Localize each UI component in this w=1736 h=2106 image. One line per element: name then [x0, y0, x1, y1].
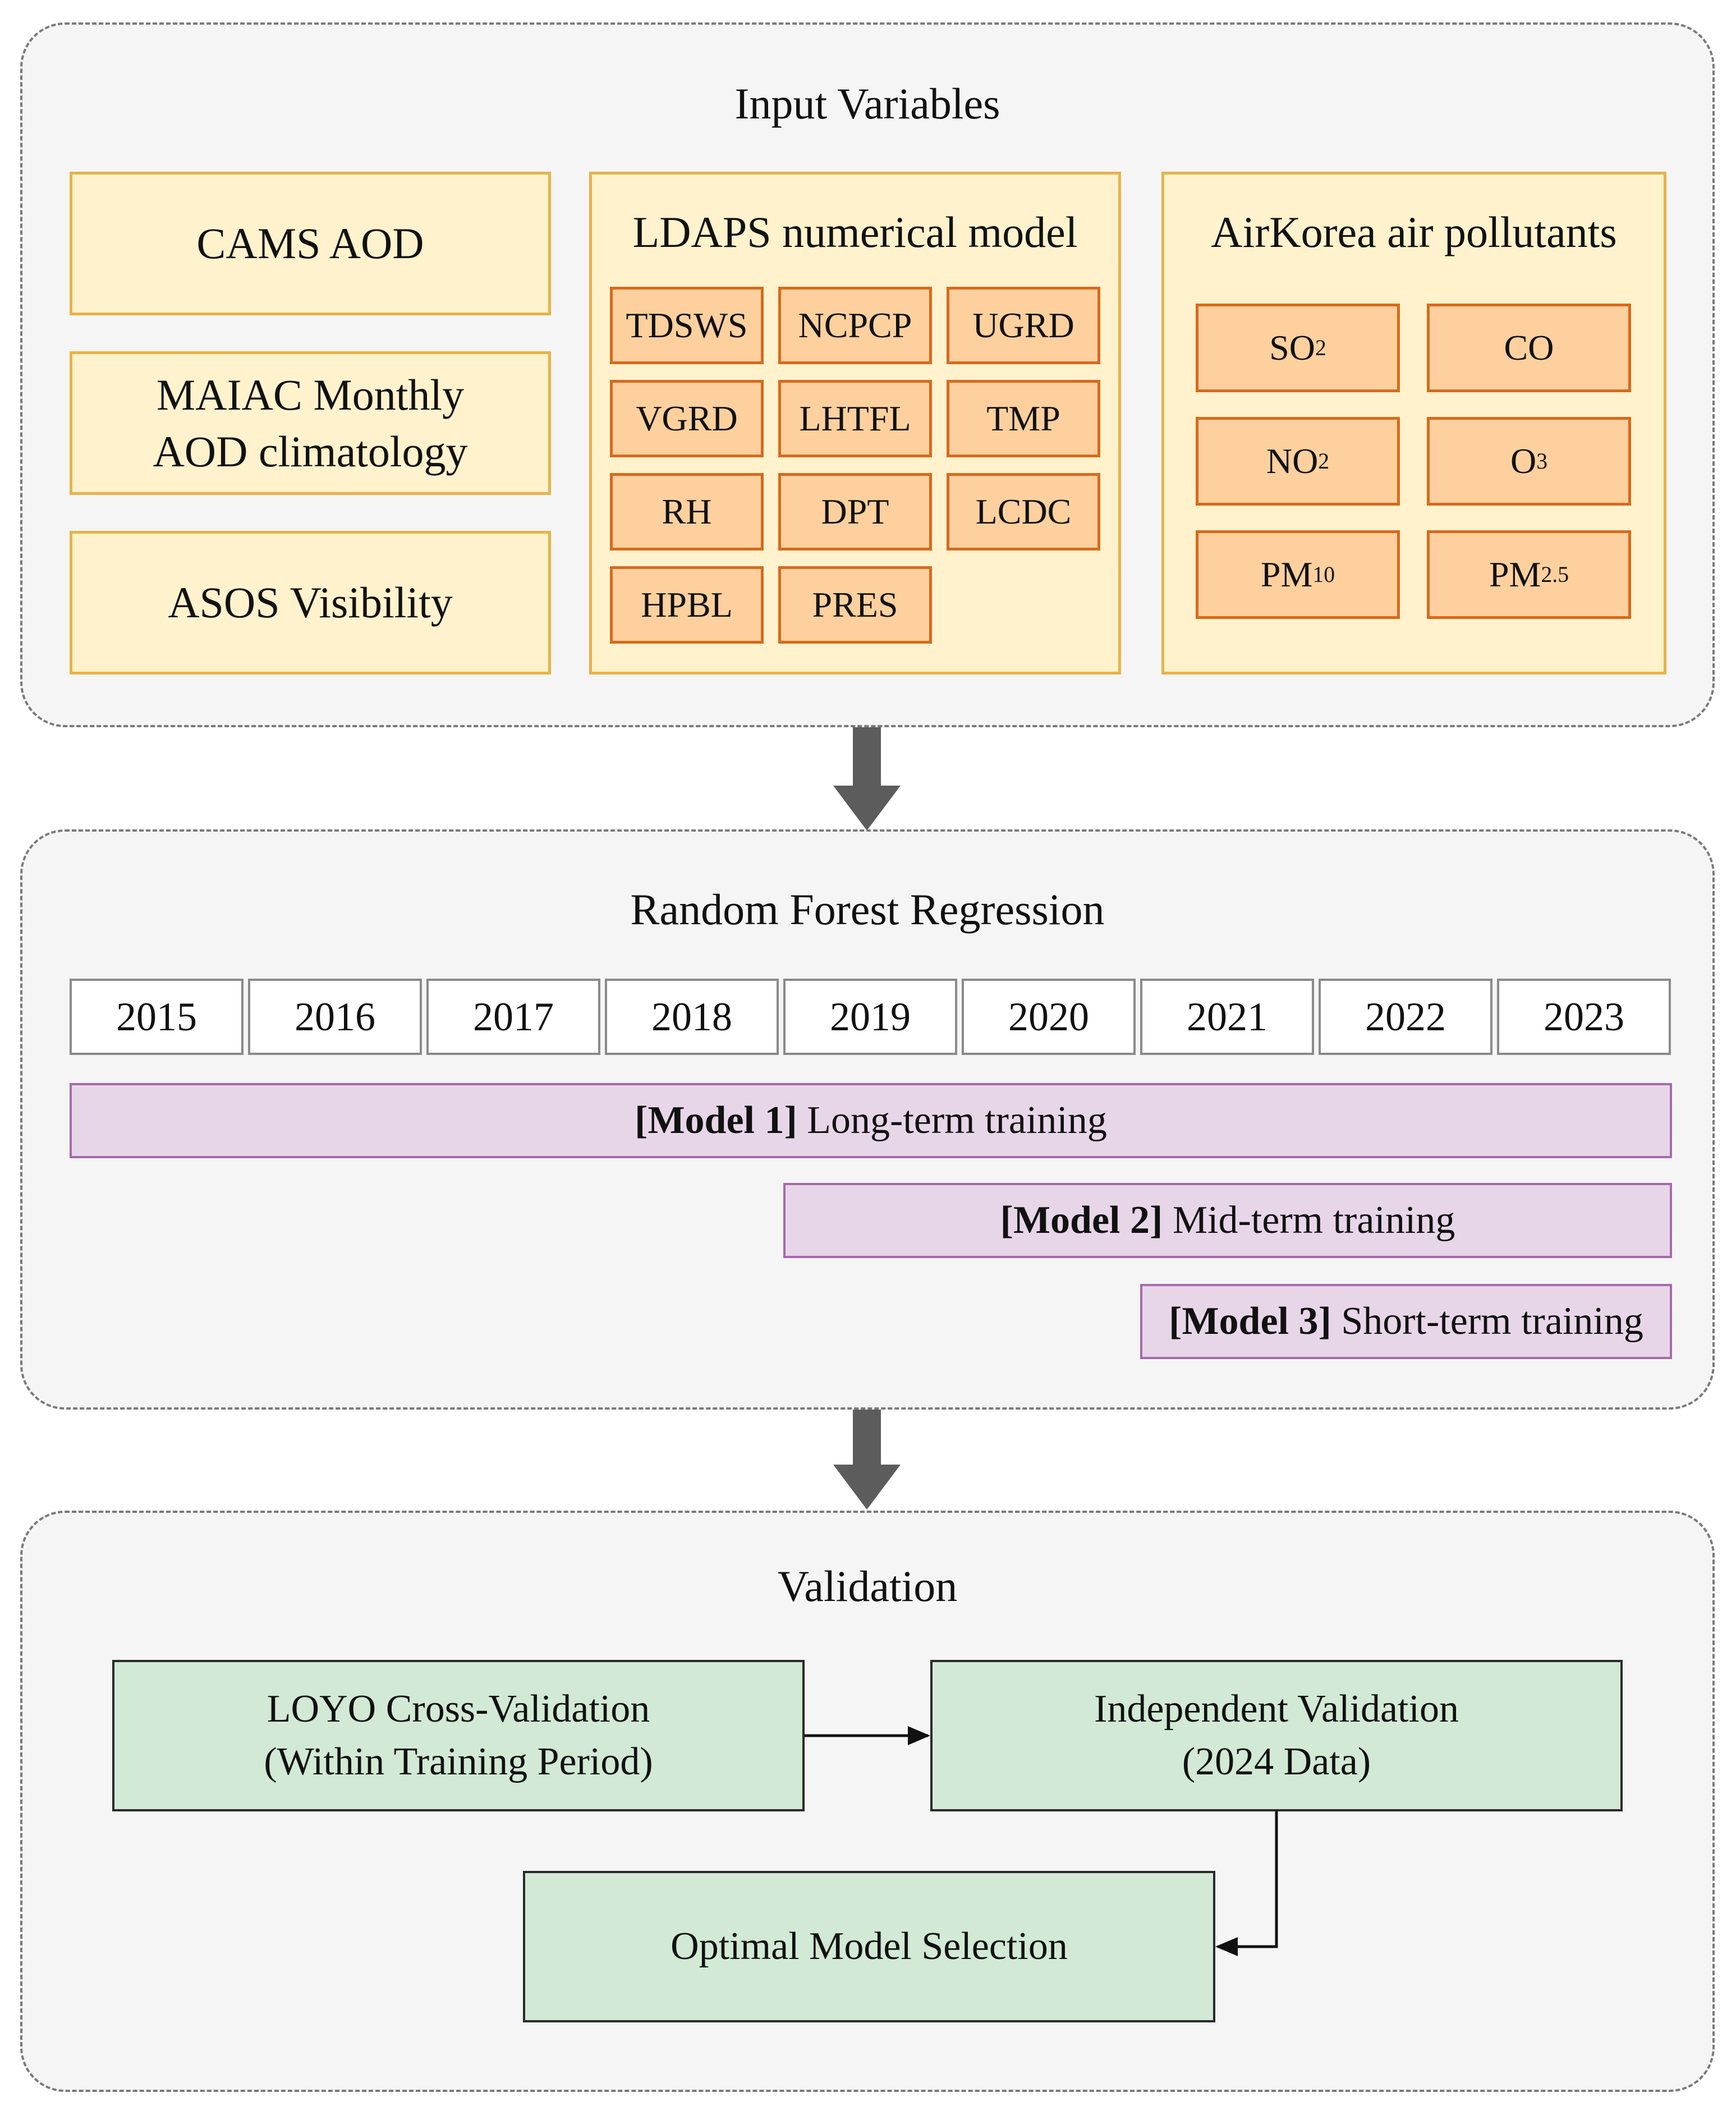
- ldaps-var-ncpcp: NCPCP: [778, 287, 932, 364]
- ldaps-var-vgrd: VGRD: [610, 380, 764, 457]
- ldaps-title: LDAPS numerical model: [632, 208, 1078, 256]
- pollutant-co: CO: [1427, 304, 1631, 392]
- flow-arrow-down-1: [833, 727, 901, 831]
- input-variables-panel: Input Variables CAMS AOD MAIAC Monthly A…: [20, 22, 1715, 727]
- airkorea-title: AirKorea air pollutants: [1211, 208, 1617, 256]
- ldaps-var-tmp: TMP: [947, 380, 1100, 457]
- cams-aod-box: CAMS AOD: [70, 172, 551, 315]
- flow-arrow-down-2: [833, 1410, 901, 1513]
- year-cell: 2018: [605, 979, 779, 1055]
- validation-panel: Validation LOYO Cross-Validation (Within…: [20, 1511, 1715, 2092]
- maiac-line1: MAIAC Monthly: [156, 370, 465, 419]
- loyo-line2: (Within Training Period): [264, 1740, 653, 1783]
- year-cell: 2016: [248, 979, 422, 1055]
- indep-line1: Independent Validation: [1094, 1687, 1459, 1731]
- cams-aod-label: CAMS AOD: [196, 219, 424, 268]
- ldaps-var-rh: RH: [610, 473, 764, 550]
- model-1-label: Long-term training: [797, 1099, 1107, 1142]
- asos-visibility-label: ASOS Visibility: [168, 578, 453, 627]
- year-cell: 2020: [962, 979, 1136, 1055]
- loyo-cross-validation-box: LOYO Cross-Validation (Within Training P…: [112, 1660, 805, 1811]
- model-2-label: Mid-term training: [1163, 1199, 1455, 1242]
- ldaps-var-ugrd: UGRD: [947, 287, 1100, 364]
- model-3-label: Short-term training: [1331, 1300, 1643, 1343]
- year-cell: 2023: [1497, 979, 1671, 1055]
- optimal-label: Optimal Model Selection: [670, 1924, 1068, 1968]
- model-2-tag: [Model 2]: [1000, 1199, 1163, 1242]
- random-forest-panel: Random Forest Regression 2015 2016 2017 …: [20, 829, 1715, 1410]
- year-cell: 2021: [1140, 979, 1314, 1055]
- asos-visibility-box: ASOS Visibility: [70, 531, 551, 675]
- ldaps-var-lhtfl: LHTFL: [778, 380, 932, 457]
- loyo-line1: LOYO Cross-Validation: [267, 1687, 650, 1731]
- maiac-box: MAIAC Monthly AOD climatology: [70, 351, 551, 495]
- indep-line2: (2024 Data): [1182, 1740, 1371, 1783]
- year-cell: 2022: [1319, 979, 1492, 1055]
- panel-title: Validation: [777, 1562, 958, 1611]
- ldaps-group: LDAPS numerical model TDSWS NCPCP UGRD V…: [589, 172, 1121, 675]
- ldaps-var-dpt: DPT: [778, 473, 932, 550]
- panel-title: Random Forest Regression: [630, 885, 1105, 934]
- year-cell: 2015: [70, 979, 244, 1055]
- validation-connectors: [805, 1726, 1278, 1956]
- ldaps-var-lcdc: LCDC: [947, 473, 1100, 550]
- model-1-tag: [Model 1]: [635, 1099, 797, 1142]
- model-2-bar: [Model 2] Mid-term training: [783, 1183, 1672, 1258]
- year-cell: 2017: [426, 979, 600, 1055]
- year-cell: 2019: [783, 979, 957, 1055]
- ldaps-var-tdsws: TDSWS: [610, 287, 764, 364]
- ldaps-var-hpbl: HPBL: [610, 566, 764, 644]
- arrowhead-left: [1215, 1937, 1238, 1956]
- ldaps-var-pres: PRES: [778, 566, 932, 644]
- panel-title: Input Variables: [734, 79, 1000, 128]
- maiac-line2: AOD climatology: [153, 427, 468, 476]
- model-3-bar: [Model 3] Short-term training: [1140, 1284, 1672, 1359]
- arrow-independent-to-optimal: [1218, 1811, 1278, 1948]
- model-1-bar: [Model 1] Long-term training: [70, 1083, 1672, 1158]
- arrowhead-right: [908, 1726, 930, 1745]
- model-3-tag: [Model 3]: [1169, 1300, 1331, 1343]
- independent-validation-box: Independent Validation (2024 Data): [930, 1660, 1623, 1811]
- optimal-model-selection-box: Optimal Model Selection: [523, 1871, 1215, 2022]
